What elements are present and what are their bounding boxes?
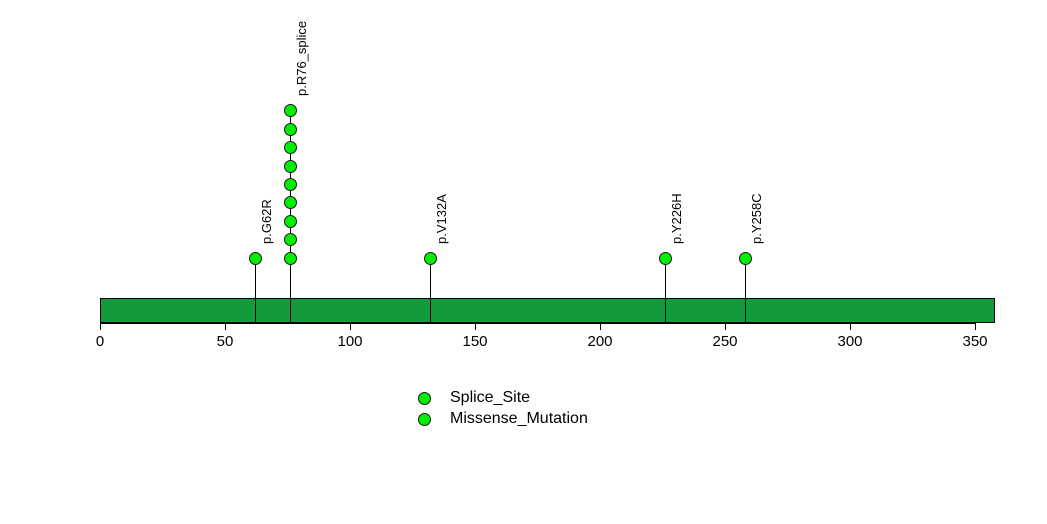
x-axis-tick-label: 250: [712, 333, 738, 350]
x-axis-tick-label: 150: [462, 333, 488, 350]
lollipop-dot[interactable]: [283, 214, 297, 228]
x-axis-line: [100, 323, 975, 324]
x-axis-tick-label: 350: [962, 333, 988, 350]
lollipop-dot[interactable]: [283, 104, 297, 118]
lollipop-label: p.R76_splice: [294, 21, 309, 97]
lollipop-stem: [745, 251, 746, 323]
x-axis-tick-label: 100: [337, 333, 363, 350]
x-axis-tick: [725, 323, 726, 330]
x-axis-tick-label: 0: [95, 333, 105, 350]
lollipop-dot[interactable]: [658, 251, 672, 265]
x-axis-tick: [475, 323, 476, 330]
lollipop-label: p.Y258C: [749, 192, 764, 244]
lollipop-stem: [665, 251, 666, 323]
lollipop-dot[interactable]: [283, 196, 297, 210]
lollipop-stem: [290, 104, 291, 323]
lollipop-dot[interactable]: [248, 251, 262, 265]
lollipop-dot[interactable]: [283, 141, 297, 155]
lollipop-dot[interactable]: [283, 177, 297, 191]
lollipop-label: p.V132A: [434, 193, 449, 244]
x-axis-tick-label: 50: [216, 333, 234, 350]
x-axis-tick: [850, 323, 851, 330]
x-axis-tick-label: 300: [837, 333, 863, 350]
lollipop-dot[interactable]: [738, 251, 752, 265]
x-axis-tick: [600, 323, 601, 330]
legend-swatch-circle-icon: [418, 392, 431, 405]
lollipop-label: p.Y226H: [669, 192, 684, 244]
lollipop-dot[interactable]: [283, 251, 297, 265]
legend-label: Missense_Mutation: [450, 410, 588, 427]
x-axis-tick: [225, 323, 226, 330]
legend-swatch-circle-icon: [418, 413, 431, 426]
x-axis-tick: [975, 323, 976, 330]
protein-backbone-bar: [100, 298, 995, 323]
lollipop-dot[interactable]: [283, 159, 297, 173]
lollipop-dot[interactable]: [423, 251, 437, 265]
x-axis-tick: [350, 323, 351, 330]
lollipop-label: p.G62R: [259, 198, 274, 244]
lollipop-dot[interactable]: [283, 233, 297, 247]
lollipop-dot[interactable]: [283, 122, 297, 136]
legend-label: Splice_Site: [450, 389, 531, 406]
lollipop-stem: [430, 251, 431, 323]
x-axis-tick: [100, 323, 101, 330]
x-axis-tick-label: 200: [587, 333, 613, 350]
lollipop-stem: [255, 251, 256, 323]
